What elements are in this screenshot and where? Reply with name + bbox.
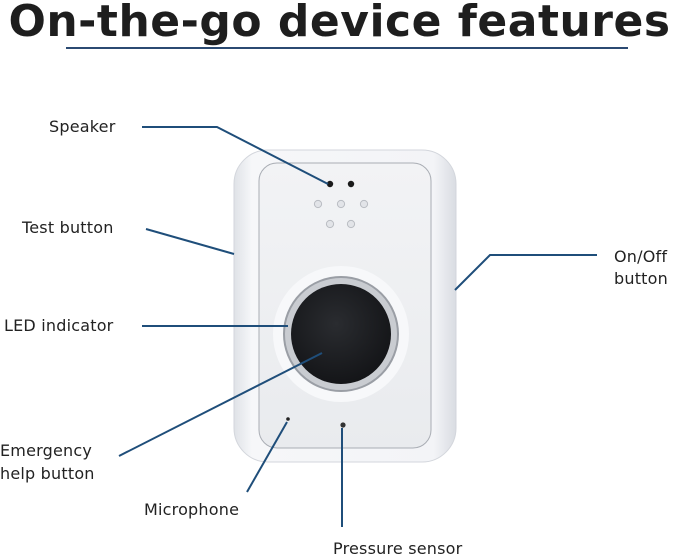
speaker-holes — [313, 180, 369, 229]
pressure-sensor-hole — [340, 422, 346, 428]
leader-lines — [118, 126, 597, 527]
title-underline — [66, 47, 628, 49]
label-emergency-line1: Emergency — [0, 441, 93, 460]
microphone-hole — [286, 417, 290, 421]
microphone-leader — [246, 421, 288, 493]
label-pressure-sensor: Pressure sensor — [333, 539, 463, 558]
label-emergency-line2: help button — [0, 464, 95, 483]
label-speaker: Speaker — [49, 117, 116, 136]
label-microphone: Microphone — [144, 500, 240, 519]
label-onoff-line1: On/Off — [614, 247, 668, 266]
emergency-leader — [118, 352, 323, 457]
label-test-button: Test button — [22, 218, 114, 237]
label-led-indicator: LED indicator — [4, 316, 114, 335]
page-title: On-the-go device features — [8, 0, 671, 47]
onoff-leader — [454, 254, 597, 291]
speaker-leader — [142, 126, 329, 185]
label-onoff-line2: button — [614, 269, 668, 288]
emergency-button[interactable] — [273, 266, 409, 402]
test-button-leader — [145, 228, 235, 255]
